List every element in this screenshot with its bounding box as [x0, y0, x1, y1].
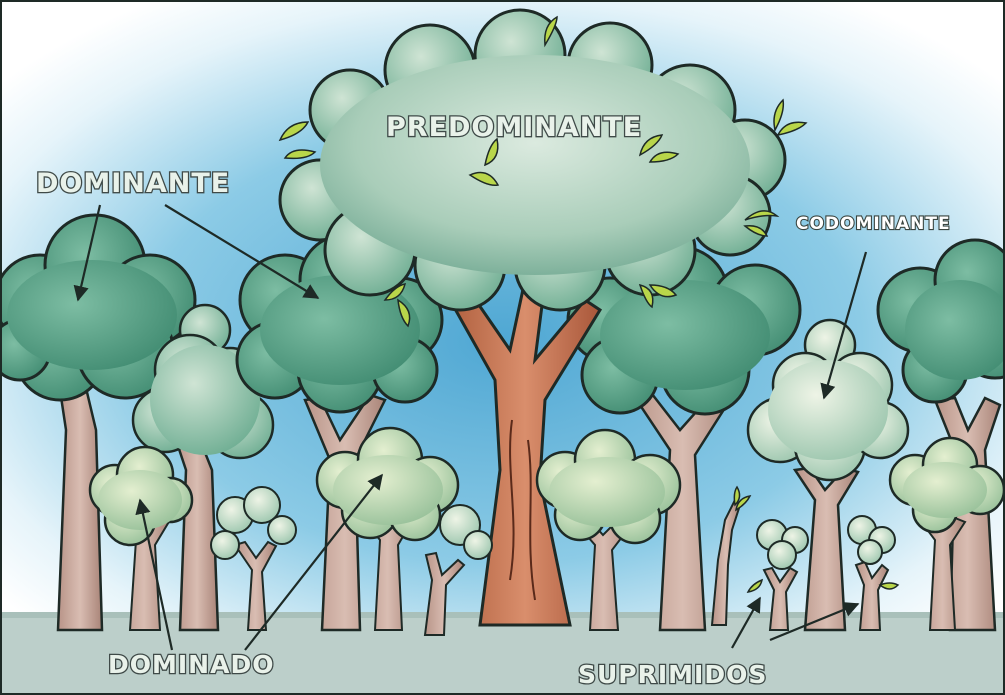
label-dominado: DOMINADO: [108, 650, 274, 679]
arrow-dominado-right: [244, 473, 383, 651]
tree-far-right: [876, 238, 1005, 632]
arrow-dominante-center: [164, 204, 320, 299]
tree-predominante: [278, 8, 808, 627]
label-suprimidos: SUPRIMIDOS: [578, 660, 767, 689]
arrow-suprimidos-1: [731, 596, 761, 649]
tree-suprimido-3: [710, 485, 752, 626]
label-arrows: [73, 204, 868, 651]
tree-suprimido-4: [746, 519, 809, 631]
tree-suprimido-2: [423, 504, 493, 636]
arrow-codominante: [820, 251, 868, 400]
tree-suprimido-1: [210, 486, 297, 631]
label-dominante: DOMINANTE: [36, 168, 230, 199]
tree-codominante: [746, 318, 910, 632]
label-predominante: PREDOMINANTE: [386, 112, 642, 143]
arrow-dominante-left: [73, 204, 102, 302]
label-codominante: CODOMINANTE: [796, 214, 951, 234]
tree-suprimido-5: [847, 515, 900, 631]
tree-dominado-far-right: [888, 436, 1005, 631]
tree-right-back: [566, 245, 802, 632]
tree-dominado-center: [315, 426, 460, 631]
tree-dominado-right: [535, 428, 682, 631]
arrow-dominado-left: [135, 498, 174, 651]
arrow-suprimidos-2: [769, 602, 860, 642]
